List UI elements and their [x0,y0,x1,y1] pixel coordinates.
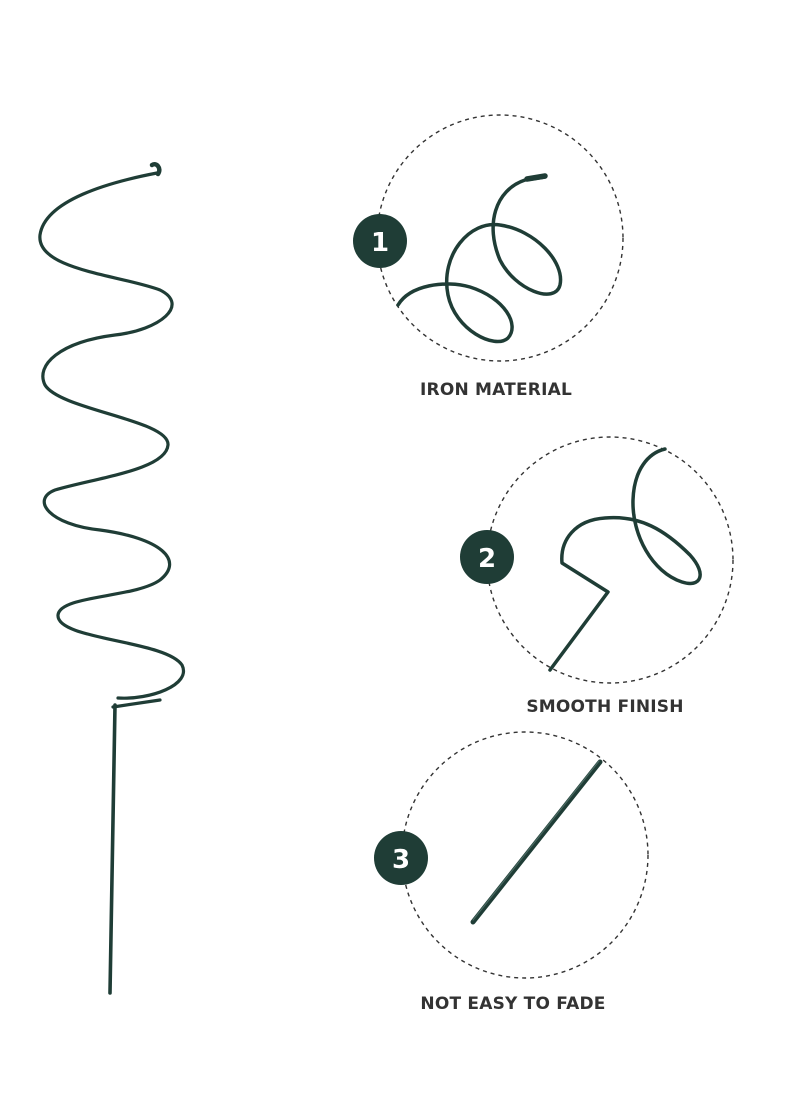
detail-smooth-finish [486,436,734,684]
detail-iron-material [376,114,624,362]
dashed-circle-1 [376,114,624,362]
spiral-stake-illustration [38,162,186,995]
detail-not-easy-to-fade [401,731,649,979]
coil-closeup-1 [396,173,563,344]
badge-3: 3 [374,831,428,885]
badge-1: 1 [353,214,407,268]
feature-caption-not-easy-to-fade: NOT EASY TO FADE [420,994,606,1014]
badge-number-3: 3 [392,845,410,875]
bend-closeup-2 [548,447,702,672]
rod-closeup-3 [470,759,603,925]
feature-caption-iron-material: IRON MATERIAL [420,380,572,400]
badge-number-1: 1 [371,228,389,258]
badge-2: 2 [460,530,514,584]
feature-caption-smooth-finish: SMOOTH FINISH [526,697,684,717]
badge-number-2: 2 [478,544,496,574]
